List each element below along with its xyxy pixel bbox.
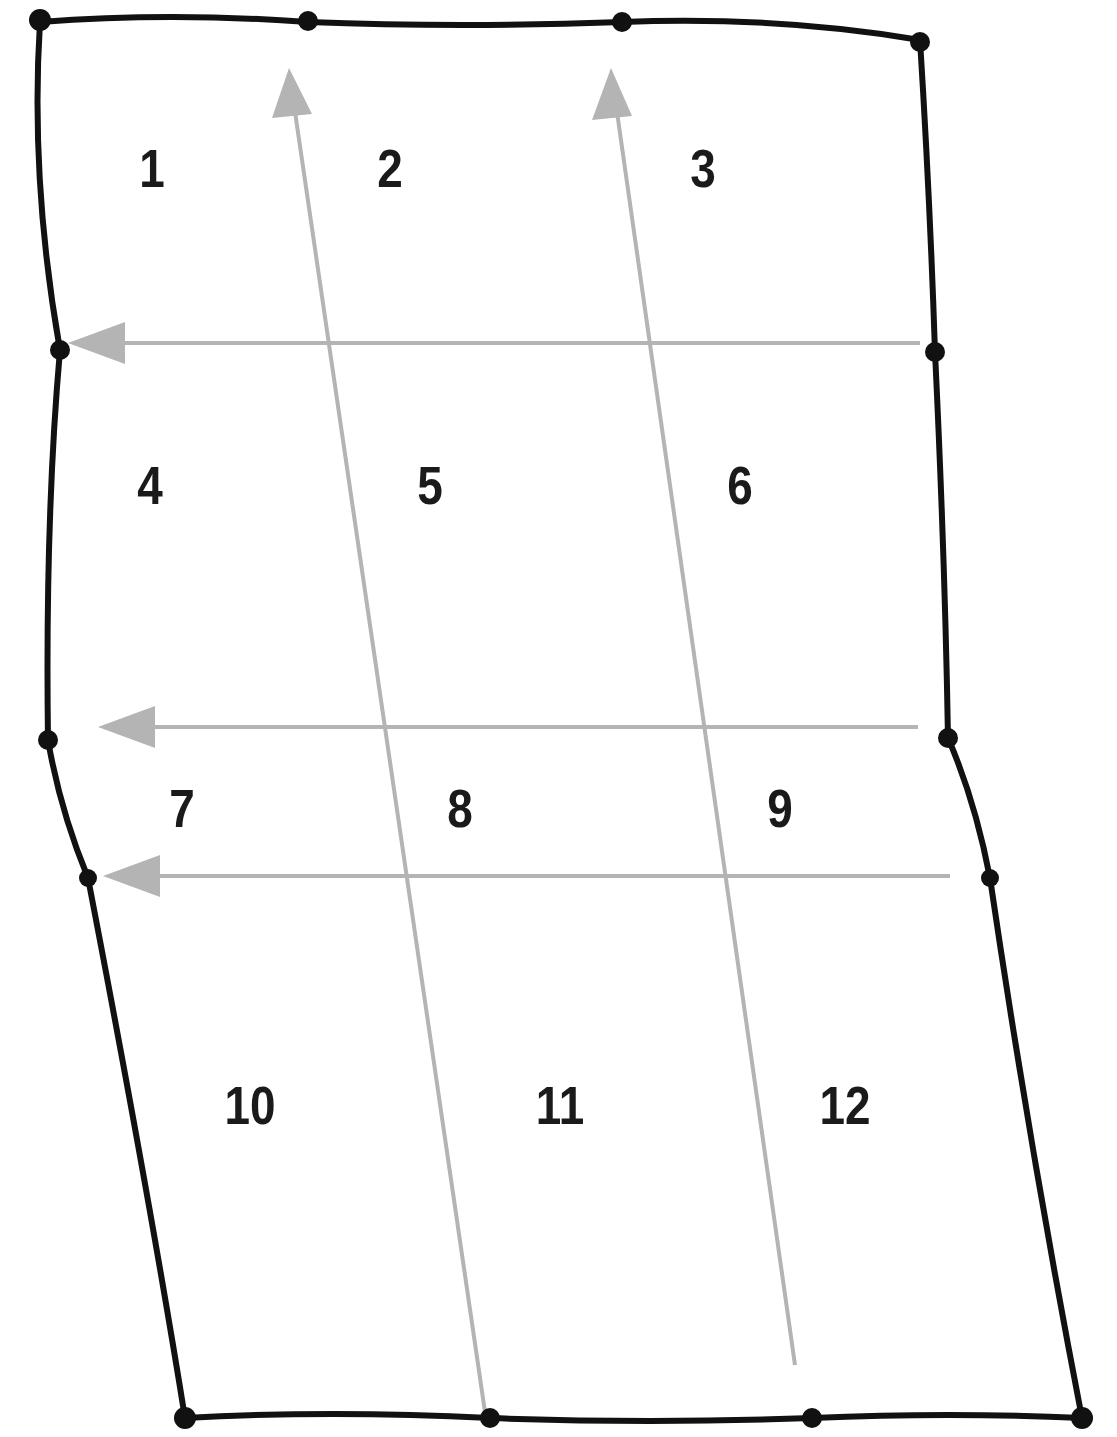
- callout-number: 3: [690, 141, 716, 195]
- knot: [50, 340, 70, 360]
- callout-number: 10: [224, 1078, 275, 1132]
- callout-number: 2: [377, 141, 403, 195]
- knot: [29, 9, 51, 31]
- knot: [910, 32, 930, 52]
- arrow-line: [140, 725, 918, 729]
- callout-number: 11: [536, 1078, 585, 1132]
- knot: [480, 1408, 500, 1428]
- rope-frame: [38, 17, 1083, 1421]
- knot: [79, 869, 97, 887]
- knot: [938, 728, 958, 748]
- callout-number: 7: [169, 781, 195, 835]
- callout-number: 12: [819, 1078, 870, 1132]
- arrow-head: [103, 855, 160, 897]
- knot: [298, 11, 318, 31]
- arrow-line: [616, 105, 795, 1365]
- arrow-head: [68, 322, 125, 364]
- arrow-line: [294, 105, 485, 1412]
- knot: [802, 1408, 822, 1428]
- arrow-line: [145, 874, 950, 878]
- callout-number: 9: [767, 781, 793, 835]
- rope-knots: [29, 9, 1093, 1429]
- knot: [612, 12, 632, 32]
- arrow-head: [98, 706, 155, 748]
- arrow-line: [110, 341, 920, 345]
- callout-number: 6: [727, 458, 753, 512]
- grid-arrows: [68, 68, 950, 1412]
- callout-number: 8: [447, 781, 473, 835]
- knot: [925, 342, 945, 362]
- callout-number: 1: [139, 141, 165, 195]
- knot: [1071, 1407, 1093, 1429]
- knot: [174, 1407, 196, 1429]
- callout-number: 4: [137, 458, 163, 512]
- knot: [981, 869, 999, 887]
- callout-number: 5: [417, 458, 443, 512]
- arrow-head: [592, 68, 632, 120]
- knot: [38, 730, 58, 750]
- arrow-head: [272, 68, 312, 118]
